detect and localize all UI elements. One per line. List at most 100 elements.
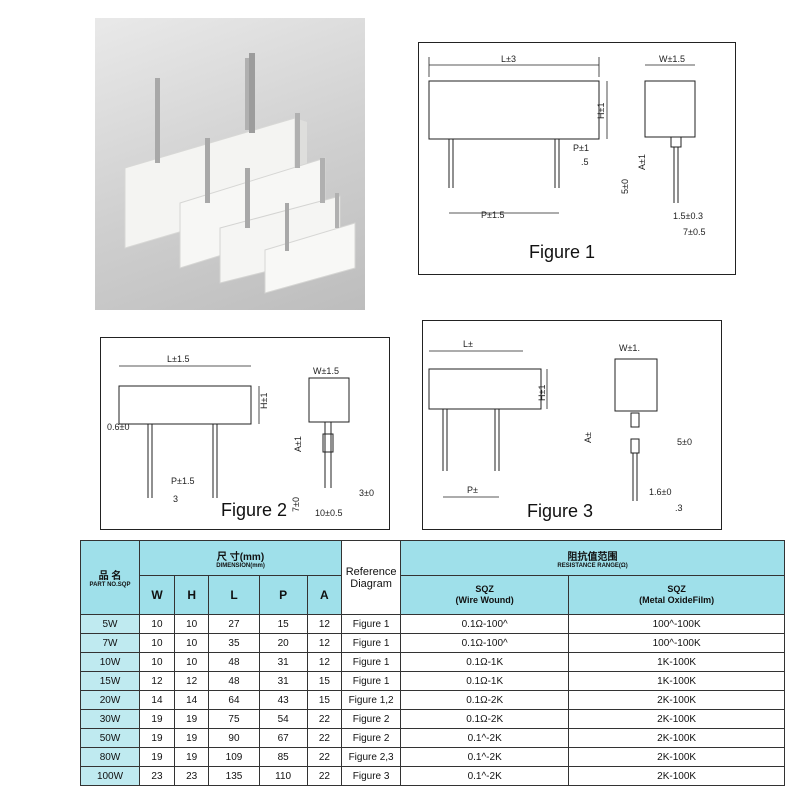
- cell-ref: Figure 3: [341, 766, 402, 786]
- cell-ref: Figure 1: [341, 652, 402, 672]
- cell-p: 110: [258, 766, 308, 786]
- cell-ww: 0.1^-2K: [400, 747, 570, 767]
- figure-2-lead-dim: 0.6±0: [107, 422, 129, 432]
- resistance-header-en: RESISTANCE RANGE(Ω): [557, 562, 628, 569]
- figure-2-p-sub: 3: [173, 494, 178, 504]
- cell-p: 20: [258, 633, 308, 653]
- col-p: P: [258, 575, 308, 615]
- figure-1-p-small-sub: .5: [581, 157, 589, 167]
- cell-ww: 0.1Ω-2K: [400, 690, 570, 710]
- cell-l: 27: [208, 614, 260, 634]
- cell-l: 90: [208, 728, 260, 748]
- cell-ref: Figure 1: [341, 614, 402, 634]
- cell-a: 15: [306, 690, 343, 710]
- figure-1-panel: L±3 H±1 P±1 .5 P±1.5 W±1.5 A±1 5±0 1.5±0…: [418, 42, 736, 275]
- col-metal-oxide-line1: SQZ: [667, 584, 686, 594]
- cell-ww: 0.1^-2K: [400, 766, 570, 786]
- cell-w: 19: [139, 709, 175, 729]
- figure-2-panel: L±1.5 H±1 0.6±0 P±1.5 3 W±1.5 A±1 7±0 3±…: [100, 337, 390, 530]
- cell-mo: 1K-100K: [568, 652, 785, 672]
- reference-header-line1: Reference: [345, 565, 397, 578]
- cell-w: 23: [139, 766, 175, 786]
- figure-1-label: Figure 1: [529, 242, 595, 262]
- cell-l: 135: [208, 766, 260, 786]
- cell-l: 109: [208, 747, 260, 767]
- cell-h: 14: [173, 690, 210, 710]
- part-header-cn: 品 名: [98, 571, 122, 582]
- cell-part: 20W: [80, 690, 140, 710]
- figure-3-d1-dim: 1.6±0: [649, 487, 671, 497]
- figure-1-h-dim: H±1: [596, 103, 606, 119]
- cell-mo: 1K-100K: [568, 671, 785, 691]
- cell-ww: 0.1Ω-100^: [400, 633, 570, 653]
- figure-2-label: Figure 2: [221, 500, 287, 520]
- cell-ref: Figure 2: [341, 709, 402, 729]
- cell-mo: 2K-100K: [568, 728, 785, 748]
- cell-w: 19: [139, 747, 175, 767]
- reference-header-line2: Diagram: [350, 577, 392, 590]
- cell-p: 43: [258, 690, 308, 710]
- cell-l: 48: [208, 671, 260, 691]
- cell-ww: 0.1Ω-1K: [400, 652, 570, 672]
- dimension-header: 尺 寸(mm) DIMENSION(mm): [138, 540, 343, 576]
- cell-part: 5W: [80, 614, 140, 634]
- cell-a: 22: [306, 728, 343, 748]
- cell-a: 12: [306, 614, 343, 634]
- resistance-header: 阻抗值范围 RESISTANCE RANGE(Ω): [400, 540, 785, 576]
- cell-w: 10: [139, 614, 175, 634]
- figure-2-a-dim: A±1: [293, 436, 303, 452]
- figure-1-drawing: L±3 H±1 P±1 .5 P±1.5 W±1.5 A±1 5±0 1.5±0…: [428, 54, 705, 262]
- cell-h: 19: [173, 747, 210, 767]
- cell-a: 12: [306, 652, 343, 672]
- cell-mo: 2K-100K: [568, 709, 785, 729]
- cell-w: 10: [139, 633, 175, 653]
- cell-ww: 0.1Ω-100^: [400, 614, 570, 634]
- cell-ref: Figure 1: [341, 633, 402, 653]
- cell-a: 12: [306, 633, 343, 653]
- cell-w: 19: [139, 728, 175, 748]
- cell-l: 75: [208, 709, 260, 729]
- figure-1-p-dim: P±1.5: [481, 210, 504, 220]
- figure-1-w-dim: W±1.5: [659, 54, 685, 64]
- cell-part: 100W: [80, 766, 140, 786]
- part-header: 品 名 PART NO.SQP: [80, 540, 140, 615]
- figure-1-a-dim: A±1: [637, 154, 647, 170]
- cell-ww: 0.1^-2K: [400, 728, 570, 748]
- cell-part: 50W: [80, 728, 140, 748]
- cell-ww: 0.1Ω-1K: [400, 671, 570, 691]
- cell-l: 64: [208, 690, 260, 710]
- cell-h: 10: [173, 633, 210, 653]
- figure-1-p-small-dim: P±1: [573, 143, 589, 153]
- cell-mo: 100^-100K: [568, 633, 785, 653]
- figure-3-label: Figure 3: [527, 501, 593, 521]
- cell-mo: 100^-100K: [568, 614, 785, 634]
- col-metal-oxide-line2: (Metal OxideFilm): [639, 595, 715, 605]
- cell-a: 22: [306, 709, 343, 729]
- col-wire-wound: SQZ (Wire Wound): [400, 575, 570, 615]
- col-wire-wound-line1: SQZ: [475, 584, 494, 594]
- figure-1-d1-dim: 1.5±0.3: [673, 211, 703, 221]
- cell-mo: 2K-100K: [568, 690, 785, 710]
- cell-h: 12: [173, 671, 210, 691]
- figure-1-l-dim: L±3: [501, 54, 516, 64]
- product-photo: [95, 18, 365, 310]
- cell-ref: Figure 1,2: [341, 690, 402, 710]
- cell-part: 10W: [80, 652, 140, 672]
- spec-table: 品 名 PART NO.SQP 尺 寸(mm) DIMENSION(mm) Re…: [80, 540, 785, 786]
- figure-3-d2-dim: .3: [675, 503, 683, 513]
- cell-h: 19: [173, 709, 210, 729]
- cell-p: 85: [258, 747, 308, 767]
- figure-3-panel: L± H±1 P± W±1. A± 5±0 1.6±0 .3 Figure 3: [422, 320, 722, 530]
- col-l: L: [208, 575, 260, 615]
- cell-a: 22: [306, 747, 343, 767]
- resistor-photo-illustration: [124, 53, 356, 294]
- figure-3-p-dim: P±: [467, 485, 478, 495]
- col-wire-wound-line2: (Wire Wound): [455, 595, 514, 605]
- cell-mo: 2K-100K: [568, 747, 785, 767]
